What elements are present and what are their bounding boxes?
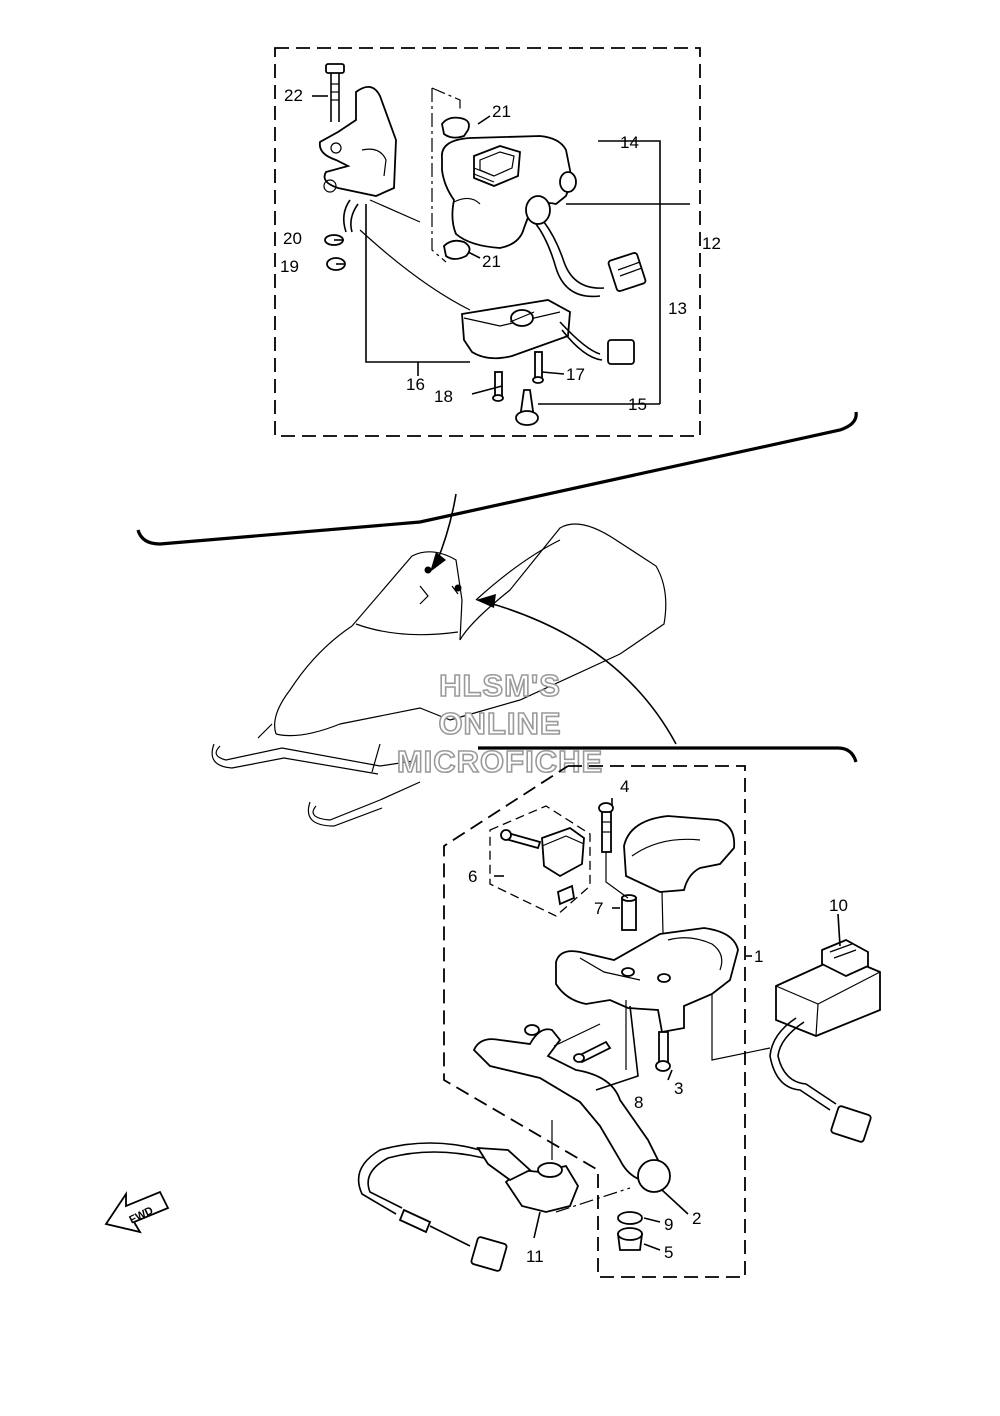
connector-11: [470, 1236, 508, 1272]
watermark-line-2: ONLINE: [438, 706, 561, 741]
callout-12: 12: [702, 234, 721, 253]
bottom-assembly: [357, 765, 881, 1278]
connector-10: [830, 1105, 872, 1143]
watermark-line-3: MICROFICHE: [397, 744, 603, 779]
module-10: [775, 939, 881, 1037]
snowmobile-outline: [211, 523, 667, 827]
callout-20: 20: [283, 229, 302, 248]
callout-11: 11: [526, 1247, 544, 1266]
separator-curve-bottom: [478, 746, 858, 763]
watermark-line-1: HLSM'S: [439, 668, 561, 703]
watermark: HLSM'S ONLINE MICROFICHE: [396, 667, 603, 780]
pointer-arrow-bottom: [485, 601, 677, 745]
screw-15: [515, 389, 539, 426]
callout-7: 7: [594, 899, 603, 918]
sleeve-7: [621, 894, 637, 931]
callout-8: 8: [634, 1093, 643, 1112]
bolt-22: [325, 63, 345, 122]
callout-3: 3: [674, 1079, 683, 1098]
fwd-arrow-icon: FWD: [104, 1190, 170, 1234]
callout-1: 1: [754, 947, 763, 966]
bottom-assembly-boundary: [443, 765, 746, 1278]
lever-cover: [623, 815, 736, 893]
callout-6: 6: [468, 867, 477, 886]
brake-lever: [472, 1028, 662, 1183]
grommet-21-bottom: [443, 239, 471, 260]
callout-2: 2: [692, 1209, 701, 1228]
grommet-21-top: [441, 116, 470, 139]
brake-switch-11: [476, 1146, 580, 1213]
block-6: [541, 826, 585, 878]
callout-9: 9: [664, 1215, 673, 1234]
bolt-3: [655, 1031, 671, 1072]
mount-bracket: [318, 86, 397, 197]
switch-housing-14: [441, 135, 577, 249]
callout-22: 22: [284, 86, 303, 105]
callout-10: 10: [829, 896, 848, 915]
connector-14: [607, 252, 647, 292]
callout-5: 5: [664, 1243, 673, 1262]
separator-curve-top: [136, 411, 858, 546]
connector-13: [607, 339, 635, 365]
lever-ball-end: [637, 1159, 671, 1193]
callout-21-top: 21: [492, 102, 511, 121]
screw-18: [492, 371, 504, 402]
screw-17: [532, 351, 544, 384]
set-6-boundary: [489, 805, 591, 917]
callout-16: 16: [406, 375, 425, 394]
lower-housing-13: [461, 299, 571, 360]
nut-5: [616, 1227, 644, 1251]
callout-17: 17: [566, 365, 585, 384]
callout-4: 4: [620, 777, 629, 796]
lever-bracket: [555, 927, 739, 1034]
washer-9: [617, 1211, 643, 1225]
callout-13: 13: [668, 299, 687, 318]
top-assembly: [274, 47, 701, 437]
bolt-4: [598, 802, 614, 853]
callout-14: 14: [620, 133, 639, 152]
spring-6: [556, 884, 576, 906]
top-assembly-boundary: [274, 47, 701, 437]
callout-21-bottom: 21: [482, 252, 501, 271]
callout-19: 19: [280, 257, 299, 276]
screw-8: [573, 1040, 612, 1064]
callout-15: 15: [628, 395, 647, 414]
callout-18: 18: [434, 387, 453, 406]
bolt-6: [500, 829, 542, 850]
